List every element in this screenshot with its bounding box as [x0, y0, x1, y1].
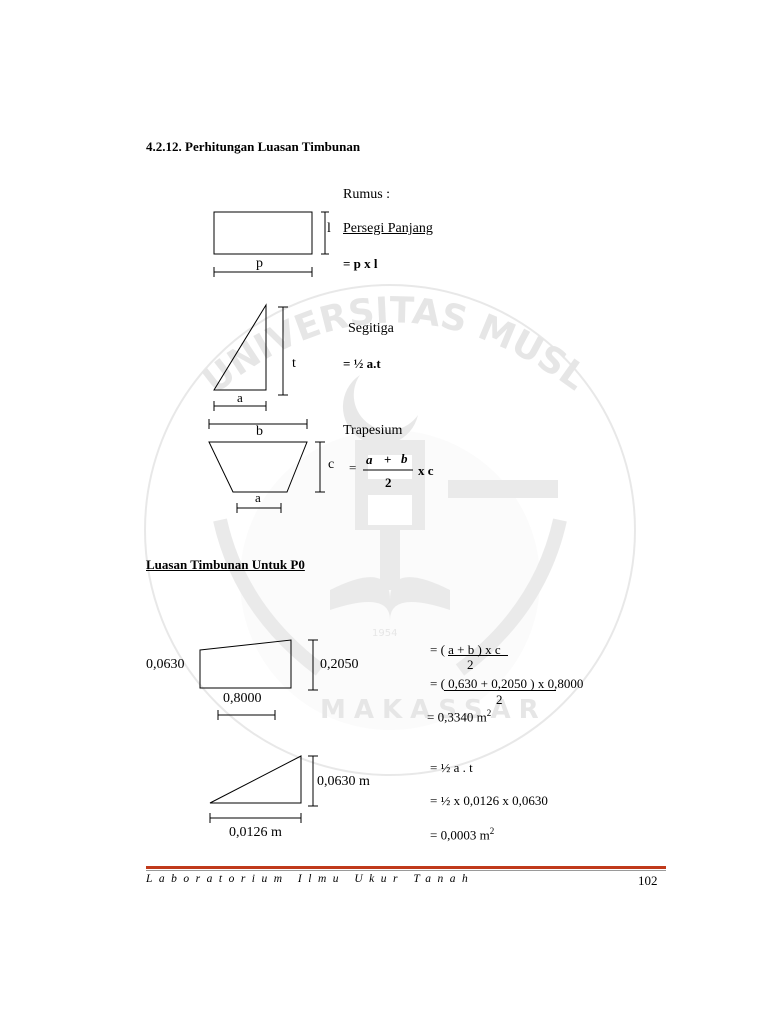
example-triangle-base-value: 0,0126 m — [229, 825, 282, 840]
rectangle-shape — [213, 211, 313, 255]
example-trapezoid-line3: = 0,3340 m — [427, 709, 487, 725]
watermark-city: MAKASSAR — [320, 695, 547, 725]
rectangle-bottom-label: p — [256, 256, 263, 271]
trapezoid-eq: = — [349, 460, 357, 475]
example-trapezoid-line2: = ( 0,630 + 0,2050 ) x 0,8000 — [430, 676, 584, 691]
trapezoid-top-label: b — [256, 424, 263, 439]
example-triangle-line1: = ½ a . t — [430, 760, 473, 775]
watermark-year: 1954 — [372, 628, 397, 639]
trapezoid-name: Trapesium — [343, 423, 403, 438]
example-trapezoid-right-value: 0,2050 — [320, 657, 359, 672]
rectangle-name: Persegi Panjang — [343, 221, 433, 236]
trapezoid-denominator: 2 — [385, 475, 392, 490]
example-trapezoid-line1: = ( a + b ) x c — [430, 642, 501, 657]
example-trapezoid-line1-den: 2 — [467, 657, 474, 672]
triangle-shape — [213, 303, 267, 391]
rectangle-side-label: l — [327, 221, 331, 236]
trapezoid-numerator-b: b — [401, 451, 408, 466]
triangle-name: Segitiga — [348, 321, 394, 336]
example-triangle-line2: = ½ x 0,0126 x 0,0630 — [430, 793, 548, 808]
example-trapezoid-shape — [199, 639, 292, 689]
example-triangle-result: = 0,0003 m2 — [430, 826, 494, 843]
footer-rule — [146, 866, 666, 869]
example-trapezoid-line3-sup: 2 — [486, 708, 492, 718]
trapezoid-height-label: c — [328, 457, 335, 472]
example-triangle-line3: = 0,0003 m — [430, 827, 490, 843]
example-triangle-height-value: 0,0630 m — [317, 774, 370, 789]
footer-rule-thin — [146, 870, 666, 871]
example-trapezoid-line2-den: 2 — [496, 692, 503, 707]
triangle-formula: = ½ a.t — [343, 356, 381, 371]
example-trapezoid-left-value: 0,0630 — [146, 657, 185, 672]
page-number: 102 — [638, 873, 658, 888]
triangle-height-label: t — [292, 356, 296, 371]
example-trapezoid-base-value: 0,8000 — [223, 691, 262, 706]
trapezoid-numerator-a: a — [366, 452, 373, 467]
triangle-base-label: a — [237, 390, 243, 405]
trapezoid-times-c: x c — [418, 463, 434, 478]
example-triangle-shape — [209, 755, 302, 804]
section-heading: 4.2.12. Perhitungan Luasan Timbunan — [146, 139, 361, 154]
rectangle-formula: = p x l — [343, 256, 378, 271]
trapezoid-bottom-label: a — [255, 490, 261, 505]
example-trapezoid-result: = 0,3340 m2 — [427, 708, 491, 725]
footer-left-text: Laboratorium Ilmu Ukur Tanah — [146, 873, 475, 885]
section-title: Luasan Timbunan Untuk P0 — [146, 557, 305, 572]
rumus-label: Rumus : — [343, 187, 391, 202]
trapezoid-plus: + — [384, 452, 392, 467]
example-triangle-line3-sup: 2 — [489, 826, 495, 836]
trapezoid-shape — [208, 441, 308, 493]
